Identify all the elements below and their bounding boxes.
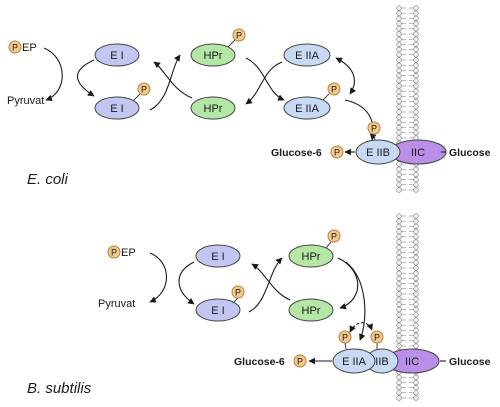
svg-text:P: P: [374, 333, 380, 343]
svg-text:IIC: IIC: [411, 147, 425, 159]
svg-text:P: P: [235, 288, 241, 298]
pep-bsub: P EP: [107, 245, 136, 259]
pyruvat-bsub: Pyruvat: [98, 298, 135, 310]
phosphate-icon: [327, 229, 341, 243]
bsub-panel: P EP Pyruvat E I E I P HPr P HPr IIC IIB…: [27, 229, 491, 397]
svg-text:E I: E I: [211, 305, 224, 317]
svg-text:P: P: [236, 31, 242, 41]
glucose-ecoli: Glucose: [449, 147, 491, 159]
eiia-to-hpr-arrow: [245, 61, 283, 105]
membrane-bsub: [396, 213, 419, 401]
eiia-eiib-double-arrow: [335, 57, 357, 95]
svg-text:P: P: [141, 85, 147, 95]
phosphate-icon: [367, 121, 381, 135]
phosphate-icon: [370, 330, 384, 344]
svg-text:P: P: [331, 85, 337, 95]
eiib-ecoli: [355, 139, 401, 165]
phosphate-icon: [231, 285, 245, 299]
hpr-to-ei-arrow: [153, 61, 193, 99]
phosphate-icon: [232, 28, 246, 42]
ei-bottom-bsub: [195, 298, 241, 322]
organism-ecoli: E. coli: [27, 171, 69, 188]
svg-text:E I: E I: [211, 251, 224, 263]
svg-text:E IIA: E IIA: [342, 356, 367, 368]
svg-text:E IIA: E IIA: [295, 103, 320, 115]
glucose-bsub: Glucose: [449, 356, 491, 368]
phosphate-icon: [330, 145, 344, 159]
organism-bsub: B. subtilis: [27, 380, 92, 397]
phosphate-icon: [293, 354, 307, 368]
svg-text:IIB: IIB: [375, 356, 388, 368]
svg-text:P: P: [342, 333, 348, 343]
phosphate-icon: [107, 245, 121, 259]
pep-to-pyruvat-arrow-b: [149, 252, 167, 303]
svg-text:HPr: HPr: [204, 103, 223, 115]
svg-text:P: P: [111, 248, 117, 258]
pep-text: EP: [22, 42, 37, 54]
ecoli-panel: P EP Pyruvat E I E I P HPr P HPr E IIA: [7, 28, 491, 188]
phosphate-label: P: [12, 43, 18, 53]
eiia-to-eiib-arrow: [344, 99, 377, 141]
membrane-ecoli: [396, 5, 419, 193]
svg-text:EP: EP: [121, 247, 136, 259]
ei-bottom-ecoli: [94, 96, 140, 120]
hpr-top-ecoli: [190, 43, 236, 67]
pyruvat-ecoli: Pyruvat: [7, 95, 44, 107]
ei-top-ecoli: [94, 43, 140, 67]
svg-text:P: P: [334, 148, 340, 158]
svg-text:IIC: IIC: [405, 356, 419, 368]
hpr-bottom-ecoli: [190, 96, 236, 120]
svg-text:P: P: [331, 232, 337, 242]
ei-to-hpr-arrow: [149, 54, 181, 111]
eiia-bsub: [332, 348, 376, 374]
ei-cycle-arrow-1: [76, 59, 95, 97]
glucose6-bsub: Glucose-6: [234, 356, 285, 368]
svg-text:E IIA: E IIA: [295, 50, 320, 62]
phosphate-icon: [338, 330, 352, 344]
p-transfer-dashed-arrow: [349, 322, 373, 333]
hpr-bottom-bsub: [288, 298, 334, 322]
svg-text:HPr: HPr: [302, 251, 321, 263]
eiia-top-ecoli: [283, 43, 331, 67]
svg-text:P: P: [297, 357, 303, 367]
svg-text:E IIB: E IIB: [366, 147, 390, 159]
hpr-cycle-arrow: [337, 257, 359, 310]
pep-to-pyruvat-arrow: [43, 47, 63, 102]
glucose6-ecoli: Glucose-6: [271, 147, 322, 159]
eiia-bottom-ecoli: [283, 96, 331, 120]
svg-text:HPr: HPr: [302, 305, 321, 317]
pep-ecoli: P EP: [8, 40, 37, 54]
ei-bottom-label: E I: [110, 103, 123, 115]
svg-text:HPr: HPr: [204, 50, 223, 62]
phosphate-icon: [8, 40, 22, 54]
hpr-to-eiia-arrow: [245, 57, 285, 101]
svg-text:P: P: [371, 124, 377, 134]
ei-top-bsub: [195, 244, 241, 268]
phosphate-icon: [137, 82, 151, 96]
hpr-to-eiia-arrow-b: [345, 261, 366, 341]
ei-top-label: E I: [110, 50, 123, 62]
hpr-top-bsub: [288, 244, 334, 268]
